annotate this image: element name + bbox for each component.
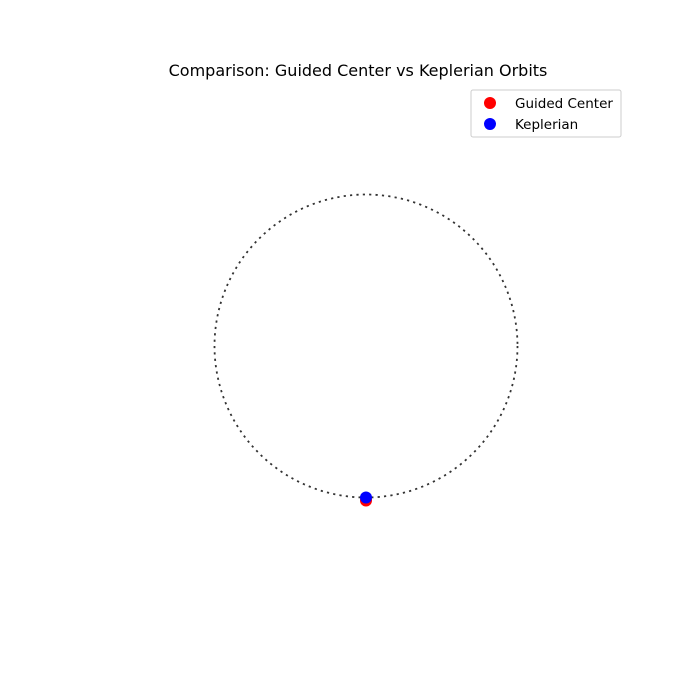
legend-label-guided-center: Guided Center [515,96,613,112]
legend-marker-keplerian [484,118,496,130]
plot-area [213,193,519,507]
legend-label-keplerian: Keplerian [515,117,578,133]
legend-frame [470,89,622,138]
legend-marker-guided-center [484,97,496,109]
keplerian-point [360,491,372,504]
chart-title: Comparison: Guided Center vs Keplerian O… [169,61,548,80]
